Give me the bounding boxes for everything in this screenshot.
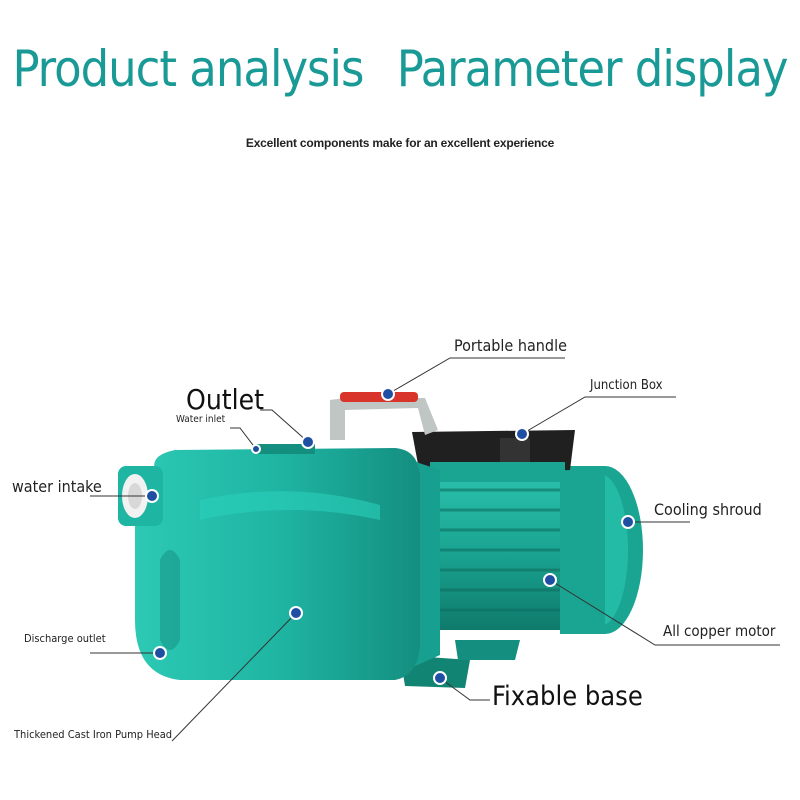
leader-junction bbox=[521, 396, 676, 435]
title-parameter-display: Parameter display bbox=[396, 40, 789, 98]
label-pump-head: Thickened Cast Iron Pump Head bbox=[14, 728, 173, 741]
marker-inlet bbox=[251, 444, 261, 454]
label-portable-handle: Portable handle bbox=[454, 336, 567, 355]
marker-motor bbox=[543, 573, 557, 587]
marker-outlet bbox=[301, 435, 315, 449]
label-water-intake: water intake bbox=[12, 477, 102, 496]
marker-intake bbox=[145, 489, 159, 503]
leader-pump-head bbox=[171, 612, 297, 742]
base-foot-rear bbox=[455, 640, 520, 660]
marker-shroud bbox=[621, 515, 635, 529]
outlet-port bbox=[255, 444, 315, 454]
handle-grip bbox=[340, 392, 418, 402]
marker-discharge bbox=[153, 646, 167, 660]
leader-base bbox=[439, 677, 490, 701]
label-cooling-shroud: Cooling shroud bbox=[654, 500, 762, 519]
marker-handle bbox=[381, 387, 395, 401]
marker-junction bbox=[515, 427, 529, 441]
leader-outlet bbox=[260, 409, 309, 443]
leader-motor bbox=[549, 579, 780, 646]
page-title: Product analysis Parameter display bbox=[0, 40, 800, 98]
label-junction-box: Junction Box bbox=[590, 378, 663, 393]
title-product-analysis: Product analysis bbox=[12, 40, 364, 98]
label-all-copper-motor: All copper motor bbox=[663, 622, 776, 640]
label-discharge-outlet: Discharge outlet bbox=[24, 632, 106, 645]
label-water-inlet: Water inlet bbox=[176, 414, 226, 425]
marker-base bbox=[433, 671, 447, 685]
leader-handle bbox=[387, 357, 565, 395]
marker-pump-head bbox=[289, 606, 303, 620]
leader-inlet bbox=[230, 427, 257, 450]
handle-shape bbox=[330, 398, 438, 440]
page-subtitle: Excellent components make for an excelle… bbox=[245, 136, 555, 150]
label-fixable-base: Fixable base bbox=[492, 681, 643, 712]
label-outlet: Outlet bbox=[186, 383, 265, 416]
